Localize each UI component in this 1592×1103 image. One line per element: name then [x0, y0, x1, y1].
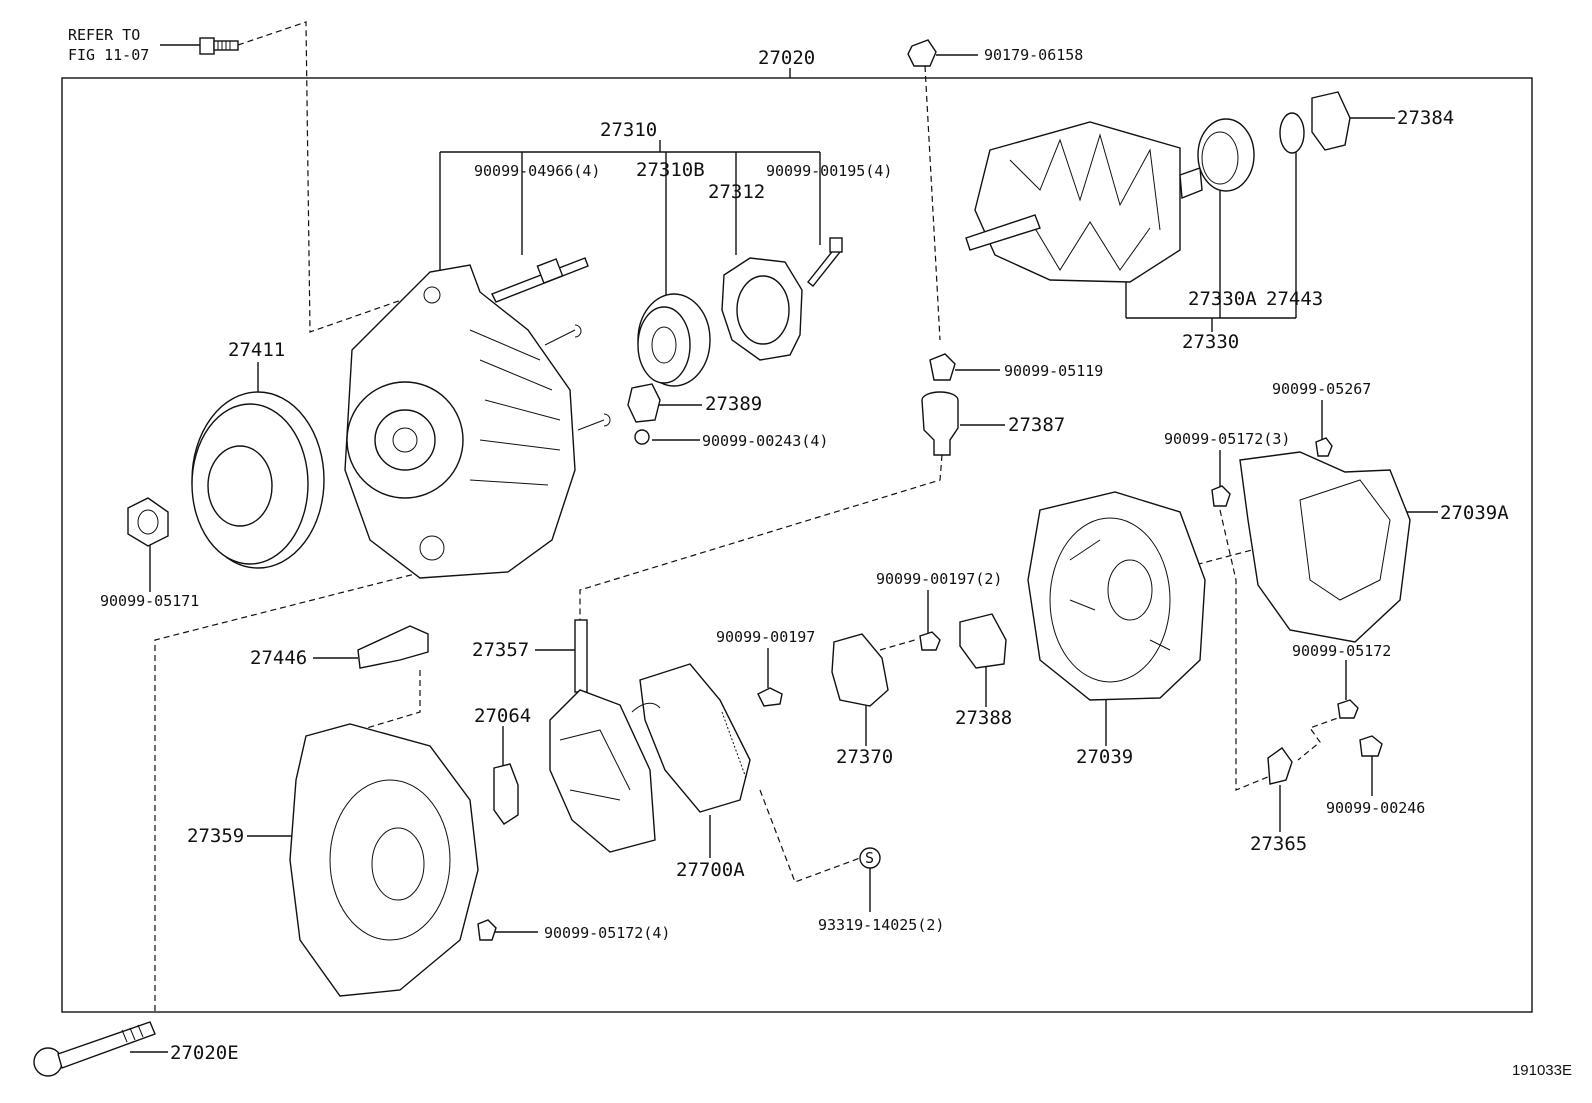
assembly-frame [61, 77, 1533, 1013]
figure-id: 191033E [1511, 1062, 1572, 1079]
label-27310: 27310 [600, 119, 657, 141]
drive-end-frame [344, 264, 576, 579]
bearing-rear [1197, 118, 1255, 192]
label-27330: 27330 [1182, 331, 1239, 353]
bearing-front [637, 293, 711, 387]
refer-note-line2: FIG 11-07 [68, 46, 149, 64]
label-90099-05172-3: 90099-05172(3) [1164, 430, 1290, 448]
label-90099-05172-4: 90099-05172(4) [544, 924, 670, 942]
label-27387: 27387 [1008, 414, 1065, 436]
label-27389: 27389 [705, 393, 762, 415]
bracket-27446 [357, 625, 429, 669]
retainer-plate [721, 257, 803, 361]
label-90099-05171: 90099-05171 [100, 592, 199, 610]
label-27310b: 27310B [636, 159, 705, 181]
nut-05119 [929, 353, 956, 381]
label-27039: 27039 [1076, 746, 1133, 768]
label-90099-00197: 90099-00197 [716, 628, 815, 646]
label-90099-05119: 90099-05119 [1004, 362, 1103, 380]
rectifier-end-frame [289, 723, 479, 997]
pulley-nut [127, 497, 169, 547]
nut-05172 [1337, 699, 1359, 719]
label-27446: 27446 [250, 647, 307, 669]
label-27020: 27020 [758, 47, 815, 69]
label-90099-05172: 90099-05172 [1292, 642, 1391, 660]
label-27443: 27443 [1266, 288, 1323, 310]
label-90099-00197-2: 90099-00197(2) [876, 570, 1002, 588]
screw-00197-2 [919, 631, 941, 651]
brush-holder [831, 633, 889, 707]
bearing-cover-27384 [1311, 91, 1351, 151]
rear-end-cover [1239, 451, 1411, 643]
label-27312: 27312 [708, 181, 765, 203]
label-27365: 27365 [1250, 833, 1307, 855]
stud-bolt [491, 257, 589, 303]
rectifier-holder [549, 619, 656, 853]
label-27064: 27064 [474, 705, 531, 727]
refer-note-line1: REFER TO [68, 26, 140, 44]
labels: 27020 27310 90099-04966(4) 27310B 27312 … [100, 46, 1509, 1064]
label-27330a: 27330A [1188, 288, 1257, 310]
label-27357: 27357 [472, 639, 529, 661]
label-27370: 27370 [836, 746, 893, 768]
nut-06158 [907, 39, 937, 67]
rotor [965, 121, 1203, 283]
label-27384: 27384 [1397, 107, 1454, 129]
brush-cover [959, 613, 1007, 669]
label-27700a: 27700A [676, 859, 745, 881]
screw-00246 [1359, 735, 1383, 757]
label-27359: 27359 [187, 825, 244, 847]
label-27020e: 27020E [170, 1042, 239, 1064]
rear-end-frame [1027, 491, 1206, 701]
label-90099-00195: 90099-00195(4) [766, 162, 892, 180]
label-90099-00246: 90099-00246 [1326, 799, 1425, 817]
label-93319-14025: 93319-14025(2) [818, 916, 944, 934]
label-27039a: 27039A [1440, 502, 1509, 524]
voltage-regulator [631, 663, 751, 813]
screw-00195 [807, 237, 843, 287]
terminal-insulator [921, 391, 959, 456]
screw-00243 [634, 429, 650, 445]
screw-00197 [757, 687, 783, 707]
terminal-cover [627, 383, 661, 423]
label-90099-00243: 90099-00243(4) [702, 432, 828, 450]
label-90099-04966: 90099-04966(4) [474, 162, 600, 180]
label-90179-06158: 90179-06158 [984, 46, 1083, 64]
nut-05267 [1315, 437, 1333, 457]
label-27411: 27411 [228, 339, 285, 361]
svg-text:S: S [865, 849, 874, 867]
label-90099-05267: 90099-05267 [1272, 380, 1371, 398]
bolt-refer [199, 37, 239, 55]
nut-05172-3 [1211, 485, 1231, 507]
washer-27443 [1279, 112, 1305, 154]
nut-05172-4 [477, 919, 497, 941]
through-bolt [33, 1021, 156, 1077]
insulator-27064 [493, 763, 519, 825]
part-93319: S [859, 847, 881, 869]
pulley [191, 391, 325, 569]
insulator-27365 [1267, 747, 1293, 785]
label-27388: 27388 [955, 707, 1012, 729]
